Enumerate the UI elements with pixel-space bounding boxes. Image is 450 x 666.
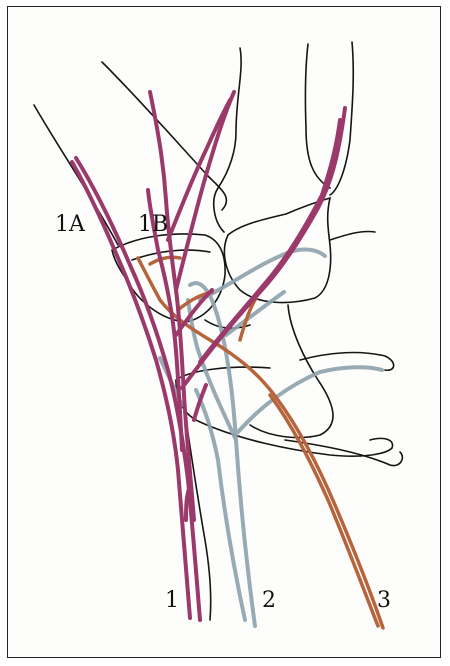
outline-bone-extension: [330, 231, 375, 240]
label-2: 2: [262, 590, 276, 612]
vessel-blue-upper-branch: [200, 249, 325, 300]
label-1: 1: [165, 590, 179, 612]
vessel-brown-parallel: [270, 395, 378, 626]
vessel-purple-upper-branch-2: [168, 100, 230, 240]
label-3: 3: [377, 590, 391, 612]
vessel-blue-parallel: [196, 390, 245, 620]
outline-right-column-left: [305, 44, 330, 188]
vessel-blue-group: [160, 249, 382, 626]
label-1a: 1A: [55, 214, 85, 236]
vessel-brown-small-branch: [150, 257, 180, 264]
label-1b: 1B: [138, 214, 168, 236]
